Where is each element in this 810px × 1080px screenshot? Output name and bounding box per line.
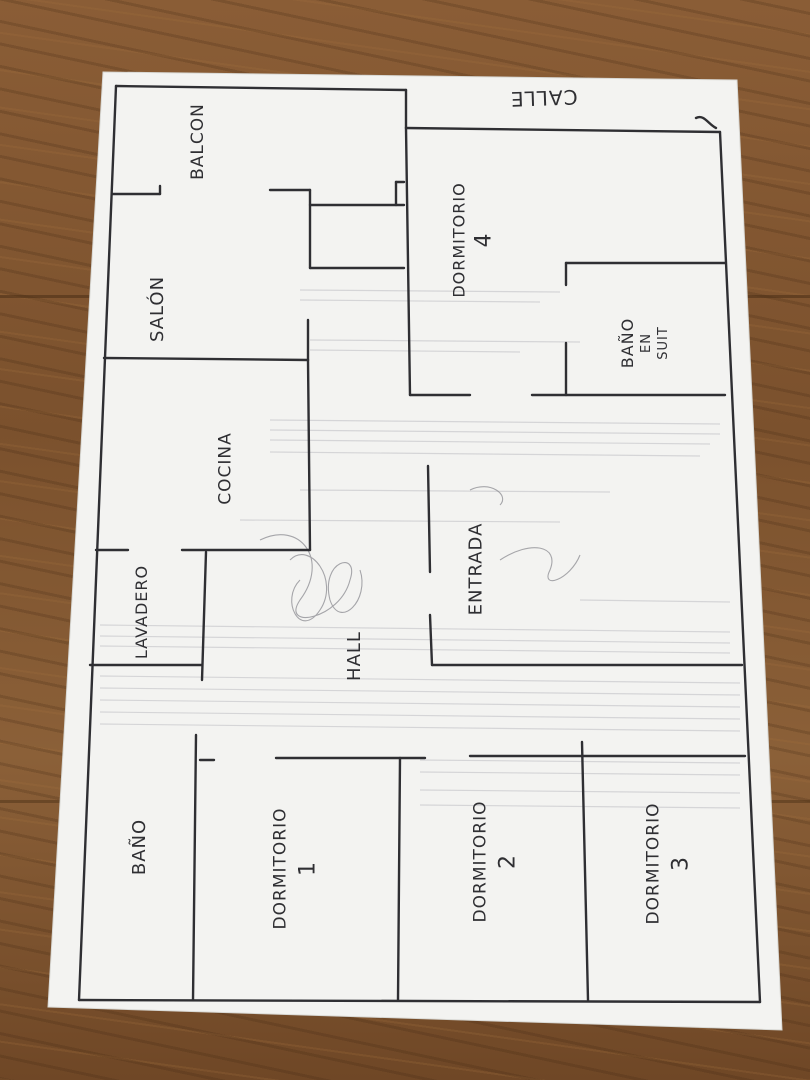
- paper-sheet: [47, 71, 783, 1031]
- bedroom-4-number: 4: [471, 232, 497, 248]
- ensuite-line-1: BAÑO: [618, 317, 638, 369]
- bedroom-3-name: DORMITORIO: [643, 802, 664, 925]
- balcony-label: BALCON: [187, 103, 208, 180]
- bedroom-2-label: DORMITORIO 2: [470, 800, 521, 923]
- bedroom-3-number: 3: [668, 856, 694, 871]
- ensuite-bathroom-label: BAÑO EN SUIT: [618, 317, 672, 369]
- entrance-label: ENTRADA: [465, 522, 487, 616]
- bedroom-3-label: DORMITORIO 3: [643, 802, 694, 925]
- bedroom-1-label: DORMITORIO 1: [270, 807, 321, 930]
- bedroom-1-number: 1: [295, 861, 321, 876]
- bedroom-2-number: 2: [495, 854, 521, 869]
- living-room-label: SALÓN: [147, 275, 169, 343]
- bedroom-2-name: DORMITORIO: [470, 800, 491, 923]
- laundry-label: LAVADERO: [132, 564, 152, 660]
- bedroom-4-label: DORMITORIO 4: [449, 182, 497, 298]
- ensuite-line-2: EN: [639, 333, 655, 353]
- hall-label: HALL: [343, 631, 365, 681]
- floor-plan-walls: [77, 84, 762, 1004]
- printed-text-bleed: [99, 289, 741, 809]
- bathroom-label: BAÑO: [129, 818, 151, 876]
- kitchen-label: COCINA: [215, 432, 236, 505]
- bedroom-1-name: DORMITORIO: [270, 807, 291, 930]
- bedroom-4-name: DORMITORIO: [449, 182, 469, 298]
- street-label: CALLE: [509, 84, 578, 112]
- ensuite-line-3: SUIT: [656, 326, 672, 360]
- pencil-scribbles: [259, 486, 581, 622]
